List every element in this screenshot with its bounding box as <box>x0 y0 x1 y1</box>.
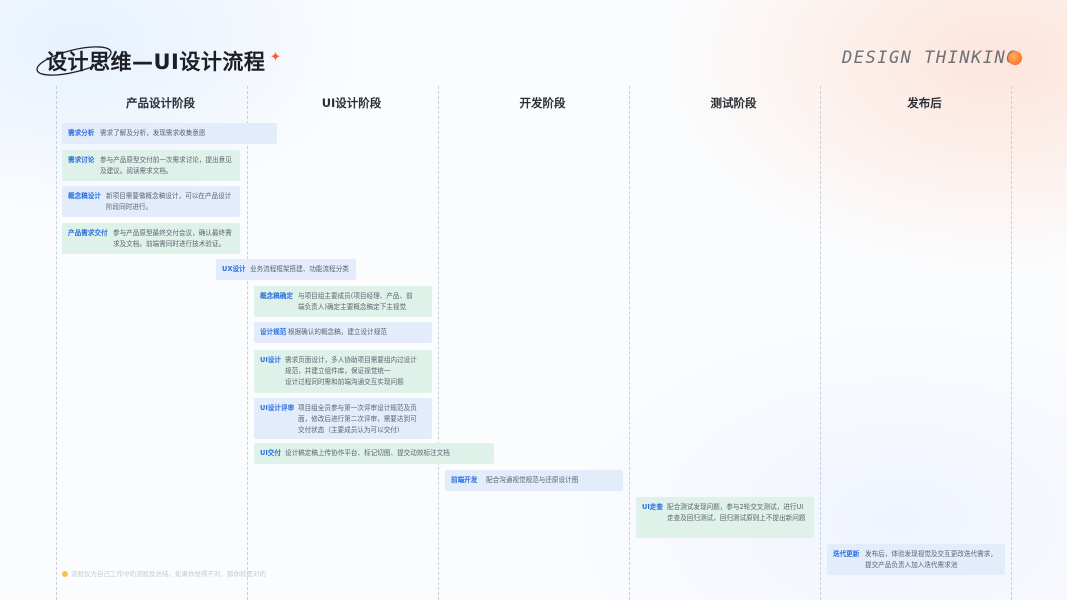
card-tag: 需求讨论 <box>68 156 95 164</box>
card-tag: 设计规范 <box>260 328 287 336</box>
card-tag: 概念稿确定 <box>260 292 293 300</box>
card-description-line: 需求页面设计，多人协助项目需要组内过设计 <box>285 356 417 364</box>
card-tag: UI设计评审 <box>260 404 295 412</box>
card-tag: UI走查 <box>642 503 663 511</box>
sparkle-icon: ✦ <box>270 50 281 65</box>
card-description-line: 面，修改后进行第二次评审，需要达到可 <box>298 415 417 423</box>
card-description-line: 新项目需要做概念稿设计，可以在产品设计 <box>106 192 232 200</box>
column-divider <box>629 86 630 600</box>
card-tag: 产品需求交付 <box>68 229 108 237</box>
card-tag: UI设计 <box>260 356 281 364</box>
card-description-line: 配合测试发现问题，参与2轮交叉测试，进行UI <box>667 503 804 511</box>
column-divider <box>56 86 57 600</box>
column-header: 开发阶段 <box>519 96 566 110</box>
card-description-line: 与项目组主要成员(项目经理、产品、前 <box>298 292 413 300</box>
card-tag: 概念稿设计 <box>68 192 101 200</box>
card-tag: 迭代更新 <box>833 550 860 558</box>
process-card: 迭代更新发布后，体验发现视觉及交互更改迭代需求， 提交产品负责人加入迭代需求池 <box>827 544 1005 575</box>
card-description-line: 规范，并建立组件库，保证视觉统一 <box>285 367 391 375</box>
footnote-text: 流程仅为自己工作中的流程及总结。如果你觉得不对，那你就是对的 <box>71 570 266 578</box>
card-description-line: 参与产品原型交付前一次需求讨论，提出意见 <box>100 156 232 164</box>
card-description-line: 求及文档。前端需同时进行技术验证。 <box>113 240 226 248</box>
column-divider <box>247 86 248 600</box>
card-description-line: 需求了解及分析，发现需求收集意愿 <box>100 129 206 137</box>
card-description-line: 设计稿定稿上传协作平台、标记切图、提交动效标注文档 <box>285 449 450 457</box>
emoji-icon <box>62 571 68 577</box>
column-header: UI设计阶段 <box>321 96 382 110</box>
process-card: UI交付设计稿定稿上传协作平台、标记切图、提交动效标注文档 <box>254 443 494 464</box>
footnote: 流程仅为自己工作中的流程及总结。如果你觉得不对，那你就是对的 <box>62 568 266 578</box>
column-header: 发布后 <box>907 96 942 110</box>
card-tag: 前端开发 <box>451 476 478 484</box>
process-card: UI走查配合测试发现问题，参与2轮交叉测试，进行UI 走查及回归测试，回归测试原则… <box>636 497 814 538</box>
card-tag: 需求分析 <box>68 129 95 137</box>
card-description-line: 发布后，体验发现视觉及交互更改迭代需求， <box>865 550 997 558</box>
card-description-line: 及建议。阅读需求文档。 <box>100 167 173 175</box>
process-card: 需求讨论参与产品原型交付前一次需求讨论，提出意见及建议。阅读需求文档。 <box>62 150 240 181</box>
card-description-line: 根据确认的概念稿，建立设计规范 <box>288 328 387 336</box>
process-card: 概念稿设计新项目需要做概念稿设计，可以在产品设计阶段同时进行。 <box>62 186 240 217</box>
column-divider <box>820 86 821 600</box>
card-description-line: 配合沟通视觉规范与还原设计图 <box>486 476 579 484</box>
process-card: UI设计评审项目组全员参与第一次评审设计规范及页面，修改后进行第二次评审，需要达… <box>254 398 432 439</box>
card-description-line: 设计过程同时需和前端沟通交互实现问题 <box>285 378 404 386</box>
brand-dot-icon <box>1008 51 1022 65</box>
process-card: UX设计业务流程框架搭建、功能流程分类 <box>216 259 356 280</box>
column-divider <box>1011 86 1012 600</box>
card-tag: UI交付 <box>260 449 281 457</box>
process-card: 设计规范根据确认的概念稿，建立设计规范 <box>254 322 432 343</box>
card-description-line: 提交产品负责人加入迭代需求池 <box>865 561 958 569</box>
card-description-line: 参与产品原型最终交付会议，确认最终需 <box>113 229 232 237</box>
brand-text: DESIGN THINKING <box>842 48 1019 68</box>
card-description-line: 交付状态（主要成员认为可以交付） <box>298 426 404 434</box>
process-card: 需求分析需求了解及分析，发现需求收集意愿 <box>62 123 277 144</box>
card-description-line: 阶段同时进行。 <box>106 203 153 211</box>
card-description-line: 端负责人)确定主要概念稿定下主视觉 <box>298 303 407 311</box>
process-card: 前端开发配合沟通视觉规范与还原设计图 <box>445 470 623 491</box>
card-description-line: 项目组全员参与第一次评审设计规范及页 <box>298 404 417 412</box>
card-description-line: 走查及回归测试，回归测试原则上不提出新问题 <box>667 514 806 522</box>
column-header: 测试阶段 <box>710 96 757 110</box>
column-divider <box>438 86 439 600</box>
column-header: 产品设计阶段 <box>126 96 195 110</box>
process-card: 概念稿确定与项目组主要成员(项目经理、产品、前端负责人)确定主要概念稿定下主视觉 <box>254 286 432 317</box>
title-swoosh-icon <box>36 46 112 76</box>
card-description-line: 业务流程框架搭建、功能流程分类 <box>250 265 349 273</box>
title-block: 设计思维—UI设计流程 <box>34 42 294 82</box>
process-card: UI设计需求页面设计，多人协助项目需要组内过设计规范，并建立组件库，保证视觉统一… <box>254 350 432 393</box>
page-title: 设计思维—UI设计流程 <box>46 50 266 74</box>
process-card: 产品需求交付参与产品原型最终交付会议，确认最终需求及文档。前端需同时进行技术验证… <box>62 223 240 254</box>
card-tag: UX设计 <box>222 265 246 273</box>
